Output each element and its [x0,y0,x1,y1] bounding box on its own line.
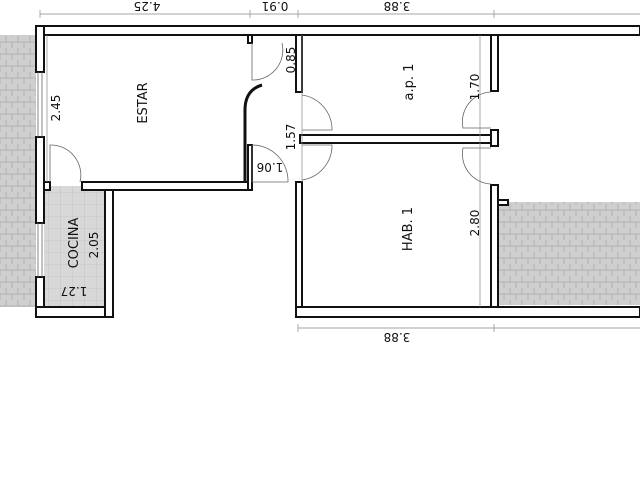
dim-hab1-height: 2.80 [468,210,482,237]
room-label-hab1: HAB. 1 [401,207,416,251]
dim-estar-height: 2.45 [49,95,63,122]
dim-top-estar: 4.25 [134,0,161,13]
terrace-right [498,202,640,305]
dim-hall-length: 1.57 [284,124,298,151]
room-label-estar: ESTAR [136,82,151,123]
dim-top-ap1: 3.88 [384,0,411,13]
dimension-lines [39,10,640,332]
windows [37,72,43,277]
dim-cocina-width: 1.27 [61,284,88,298]
room-label-ap1: a.p. 1 [402,64,417,101]
dim-cocina-height: 2.05 [87,232,101,259]
dim-bottom-hab1: 3.88 [384,330,411,344]
walls [35,25,640,318]
room-label-cocina: COCINA [67,217,82,268]
dim-ap1-height: 1.70 [468,74,482,101]
dim-top-hall: 0.91 [262,0,289,13]
dim-hall-width: 1.06 [257,160,284,174]
cocina-floor [44,186,105,308]
dim-hall-door: 0.85 [284,47,298,74]
doors[interactable] [49,42,492,185]
terrace-left [0,35,36,307]
